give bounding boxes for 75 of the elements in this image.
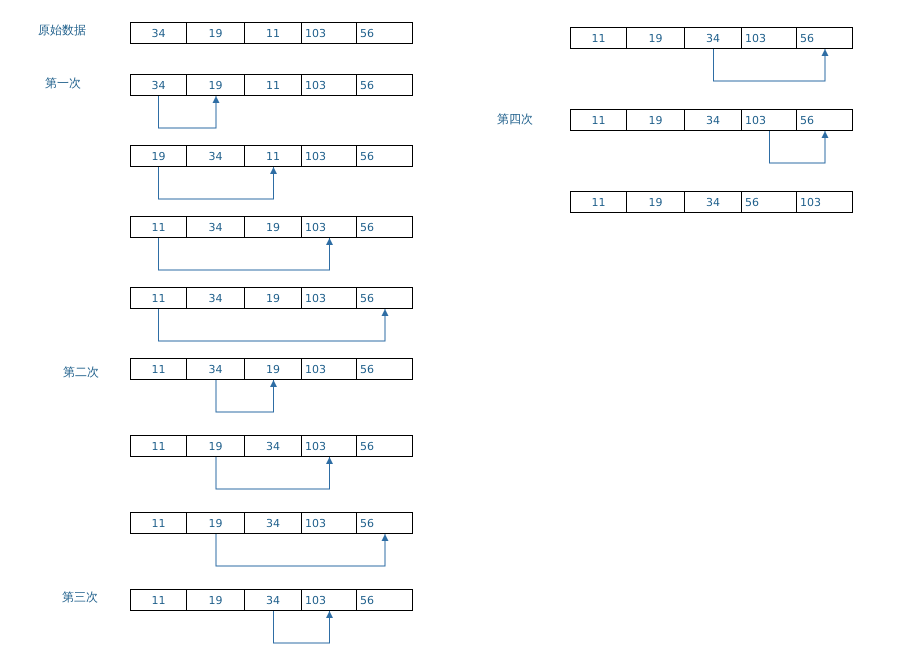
array-cell: 19 [186,74,245,96]
array-cell: 19 [186,435,245,457]
array-cell: 34 [186,216,245,238]
array-cell: 103 [301,589,357,611]
array-cell: 19 [626,109,685,131]
array-cell: 103 [796,191,853,213]
array-cell: 56 [356,22,413,44]
array-cell: 56 [796,27,853,49]
array-cell: 103 [301,512,357,534]
array-cell: 19 [130,145,187,167]
array-cell: 103 [741,27,797,49]
step-label: 第三次 [62,591,98,603]
array-cell: 11 [244,145,302,167]
array-cell: 56 [356,358,413,380]
array-cell: 19 [244,287,302,309]
array-cell: 56 [356,216,413,238]
array-cell: 11 [244,22,302,44]
array-cell: 56 [356,589,413,611]
array-cell: 11 [570,27,627,49]
array-cell: 11 [130,512,187,534]
array-cell: 34 [186,358,245,380]
array-cell: 11 [570,191,627,213]
array-cell: 34 [186,145,245,167]
array-cell: 103 [301,145,357,167]
array-cell: 103 [301,216,357,238]
array-cell: 11 [570,109,627,131]
array-cell: 11 [130,435,187,457]
array-cell: 56 [356,74,413,96]
arrow [158,96,220,128]
arrow [216,380,277,412]
array-cell: 34 [684,109,742,131]
arrow [216,456,333,490]
array-cell: 103 [741,109,797,131]
arrow [713,48,828,82]
array-cell: 19 [186,512,245,534]
array-cell: 56 [796,109,853,131]
array-cell: 19 [244,216,302,238]
array-cell: 103 [301,74,357,96]
array-cell: 11 [130,287,187,309]
arrow [769,130,828,164]
array-cell: 19 [626,191,685,213]
array-cell: 103 [301,287,357,309]
step-label: 第二次 [63,366,99,378]
array-cell: 19 [186,22,245,44]
array-cell: 103 [301,435,357,457]
arrow [158,308,388,342]
array-cell: 103 [301,358,357,380]
array-cell: 34 [684,27,742,49]
array-cell: 56 [356,512,413,534]
arrow [216,534,388,566]
array-cell: 56 [741,191,797,213]
array-cell: 11 [130,216,187,238]
array-cell: 34 [130,22,187,44]
array-cell: 34 [244,435,302,457]
array-cell: 11 [130,358,187,380]
array-cell: 11 [130,589,187,611]
array-cell: 34 [186,287,245,309]
array-cell: 34 [244,589,302,611]
array-cell: 34 [684,191,742,213]
array-cell: 56 [356,435,413,457]
arrow [158,238,333,270]
array-cell: 56 [356,287,413,309]
step-label: 原始数据 [38,24,86,36]
array-cell: 19 [186,589,245,611]
step-label: 第四次 [497,113,533,125]
array-cell: 56 [356,145,413,167]
array-cell: 34 [130,74,187,96]
array-cell: 19 [244,358,302,380]
array-cell: 19 [626,27,685,49]
arrow [273,610,333,644]
array-cell: 103 [301,22,357,44]
step-label: 第一次 [45,77,81,89]
array-cell: 34 [244,512,302,534]
arrow [158,166,277,200]
array-cell: 11 [244,74,302,96]
